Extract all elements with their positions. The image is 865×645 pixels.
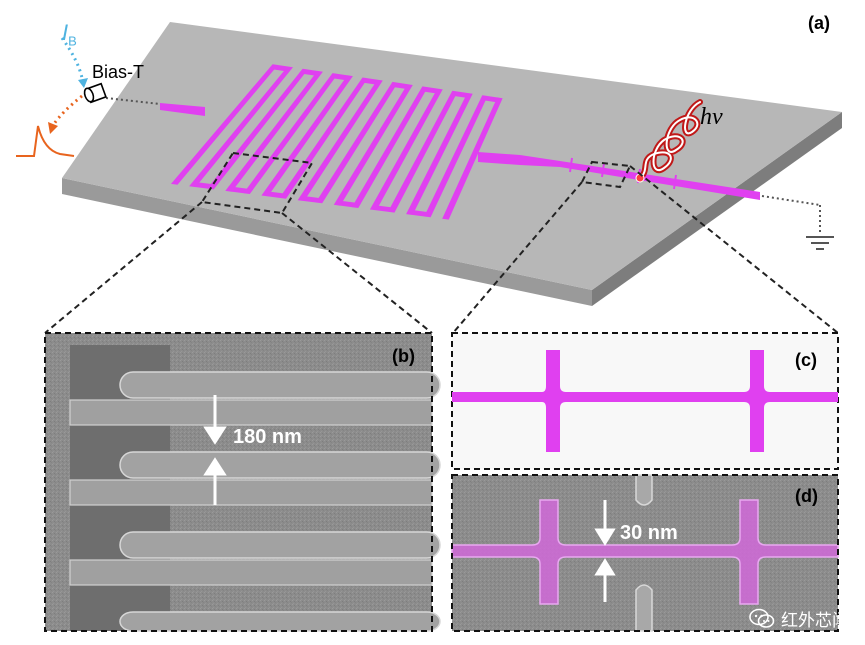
width-label-180nm: 180 nm bbox=[233, 426, 302, 448]
sem-stripe bbox=[69, 479, 433, 506]
meander-nanowire bbox=[171, 64, 503, 220]
meander-sem-lines bbox=[69, 345, 441, 632]
panel-c-schematic bbox=[451, 332, 839, 470]
watermark: 红外芯闻 bbox=[749, 606, 849, 631]
panel-a-chip bbox=[16, 22, 842, 306]
panel-b-sem bbox=[44, 332, 441, 632]
zoom-box-nanowire bbox=[580, 160, 632, 189]
bias-current-label: IB bbox=[62, 20, 77, 48]
meander-strips bbox=[171, 64, 503, 220]
left-contact-lead bbox=[160, 103, 205, 116]
substrate-front-face bbox=[62, 178, 592, 306]
panel-d-sem bbox=[451, 474, 839, 632]
watermark-text: 红外芯闻 bbox=[781, 611, 849, 630]
width-arrows-d bbox=[594, 500, 616, 602]
bias-tee-icon bbox=[83, 82, 107, 104]
sem-stripe bbox=[69, 399, 433, 426]
zoom-leader-lines bbox=[44, 165, 839, 334]
nanowire-with-bars-d bbox=[451, 499, 839, 605]
photon-label: hν bbox=[700, 104, 723, 130]
bias-current-arrow bbox=[60, 37, 84, 79]
panel-label-c: (c) bbox=[795, 350, 817, 370]
sem-wire bbox=[119, 371, 441, 399]
sem-stripe bbox=[69, 559, 433, 586]
width-label-30nm: 30 nm bbox=[620, 522, 678, 544]
bias-wire bbox=[105, 97, 161, 105]
output-pulse-icon bbox=[16, 125, 75, 157]
zoom-box-meander bbox=[200, 151, 314, 215]
sem-wire bbox=[119, 451, 441, 479]
substrate-right-face bbox=[592, 112, 842, 306]
pulse-output-arrow bbox=[52, 94, 83, 125]
bias-tee-label: Bias-T bbox=[92, 62, 145, 82]
sem-wire bbox=[119, 531, 441, 559]
bias-current-symbol: I bbox=[62, 20, 69, 45]
bias-current-subscript: B bbox=[68, 33, 77, 49]
ground-icon bbox=[806, 236, 834, 250]
sem-wire bbox=[119, 611, 441, 632]
substrate-top-face bbox=[62, 22, 842, 290]
right-contact-lead bbox=[478, 152, 760, 200]
ground-wire bbox=[761, 195, 821, 206]
width-arrows-b bbox=[203, 395, 227, 505]
panel-label-d: (d) bbox=[795, 486, 818, 506]
wechat-icon bbox=[749, 608, 775, 628]
constriction-notches bbox=[635, 474, 653, 632]
panel-label-b: (b) bbox=[392, 346, 415, 366]
panel-label-a: (a) bbox=[808, 13, 830, 33]
nanowire-with-bars-c bbox=[452, 350, 838, 452]
